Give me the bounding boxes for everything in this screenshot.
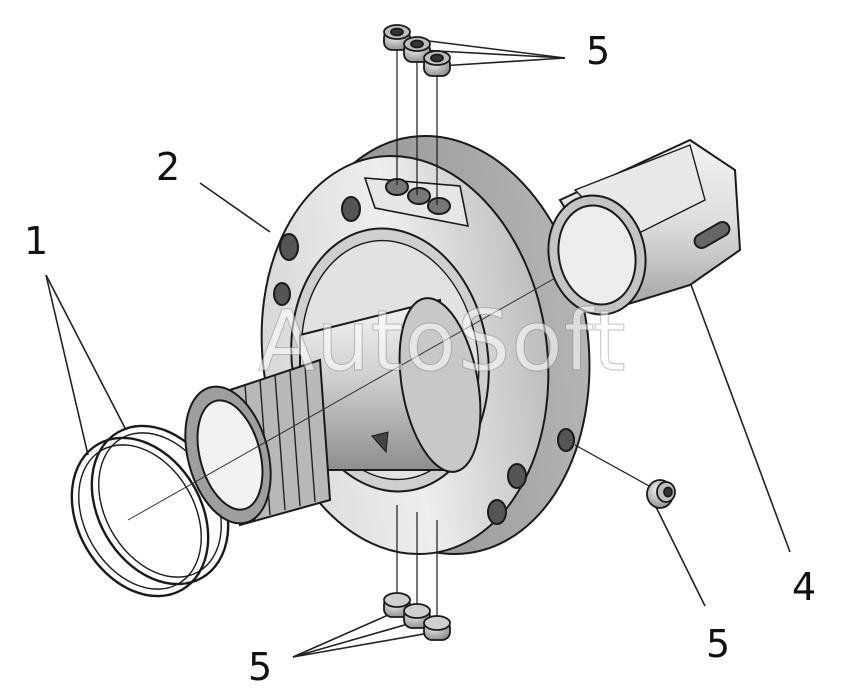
sleeve bbox=[547, 138, 742, 316]
set-screws-bottom bbox=[383, 505, 451, 641]
set-screws-top bbox=[383, 24, 451, 205]
callout-4: 4 bbox=[792, 565, 817, 609]
callout-2: 2 bbox=[156, 145, 181, 189]
callout-1: 1 bbox=[24, 219, 49, 263]
watermark: AutoSoft bbox=[258, 292, 627, 391]
set-screw-side bbox=[574, 444, 676, 509]
snap-rings bbox=[70, 424, 230, 598]
callout-5-right: 5 bbox=[706, 622, 731, 666]
callout-5-top: 5 bbox=[586, 29, 611, 73]
splined-shaft bbox=[184, 297, 482, 527]
callout-5-bottom: 5 bbox=[248, 645, 273, 689]
leader-lines bbox=[45, 37, 791, 658]
